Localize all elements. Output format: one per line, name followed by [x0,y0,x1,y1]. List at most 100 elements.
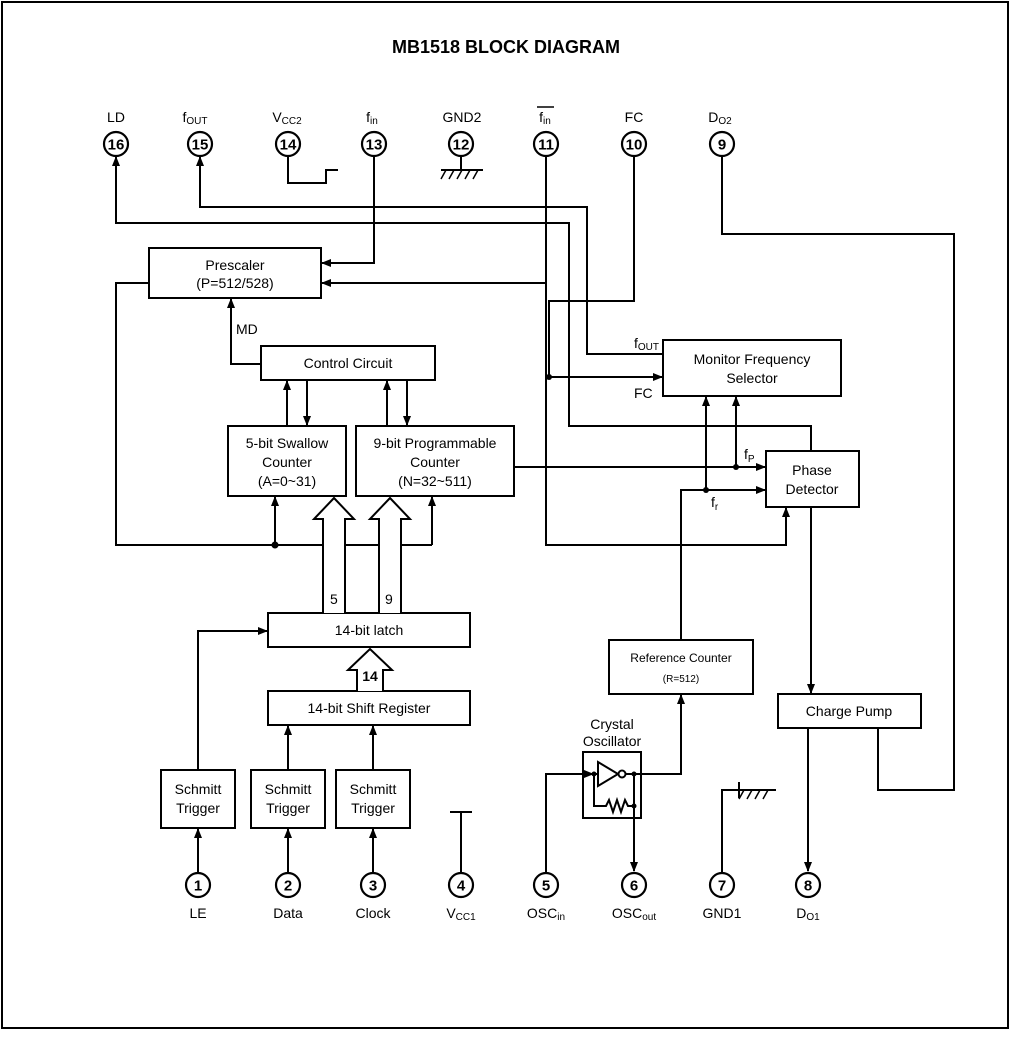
gnd2-symbol [440,156,483,180]
wire-osc-ref [634,694,685,775]
svg-text:OSCin: OSCin [527,905,565,923]
pin-14-vcc2: VCC2 14 [272,109,302,158]
svg-text:Clock: Clock [355,905,391,921]
svg-text:(A=0~31): (A=0~31) [258,473,316,489]
svg-text:Phase: Phase [792,462,832,478]
svg-text:Detector: Detector [786,481,839,497]
svg-text:16: 16 [108,137,125,154]
gnd1-symbol [721,782,776,872]
svg-text:Monitor Frequency: Monitor Frequency [694,351,811,367]
pin-7-gnd1: 7 GND1 [703,871,742,921]
wire-oscin [545,770,594,872]
svg-text:7: 7 [718,878,726,895]
svg-text:VCC2: VCC2 [272,109,302,127]
svg-text:11: 11 [538,137,554,154]
svg-text:9: 9 [718,137,726,154]
svg-text:13: 13 [366,137,383,154]
label-bus-14: 14 [362,668,378,684]
svg-text:Trigger: Trigger [351,800,395,816]
wire-ld [112,156,812,451]
label-fout: fOUT [634,335,659,353]
svg-text:LD: LD [107,109,125,125]
svg-text:VCC1: VCC1 [446,905,476,923]
pin-5-oscin: 5 OSCin [527,871,565,923]
svg-text:1: 1 [194,878,202,895]
programmable-counter-block: 9-bit Programmable Counter (N=32~511) [355,425,515,497]
svg-text:fOUT: fOUT [183,109,208,127]
wire-fin-phase [545,283,790,546]
svg-text:Counter: Counter [262,454,312,470]
diagram-title: MB1518 BLOCK DIAGRAM [392,37,620,57]
prescaler-block: Prescaler (P=512/528) [148,247,322,299]
pin-13-fin: fin 13 [360,109,388,158]
svg-text:12: 12 [453,137,470,154]
control-circuit-block: Control Circuit [260,345,436,381]
bus-14bit [345,647,395,691]
svg-text:5-bit Swallow: 5-bit Swallow [246,435,329,451]
svg-text:Control Circuit: Control Circuit [304,355,393,371]
pin-2-data: 2 Data [273,871,303,921]
monitor-frequency-selector-block: Monitor Frequency Selector [662,339,842,397]
svg-text:Data: Data [273,905,303,921]
svg-text:2: 2 [284,878,292,895]
bus-9bit [367,496,413,613]
svg-text:fin: fin [539,109,551,127]
svg-text:5: 5 [542,878,550,895]
svg-text:Prescaler: Prescaler [205,257,264,273]
label-bus-5: 5 [330,591,338,607]
pin-3-clock: 3 Clock [355,871,391,921]
schmitt-trigger-data: Schmitt Trigger [250,769,326,829]
wire-fout [196,156,663,355]
pin-10-fc: FC 10 [620,109,648,158]
svg-text:10: 10 [626,137,643,154]
svg-text:Trigger: Trigger [176,800,220,816]
svg-text:Schmitt: Schmitt [350,781,397,797]
vcc1-symbol [450,811,472,872]
schmitt-trigger-le: Schmitt Trigger [160,769,236,829]
svg-text:6: 6 [630,878,638,895]
latch-block: 14-bit latch [267,612,471,648]
swallow-counter-block: 5-bit Swallow Counter (A=0~31) [227,425,347,497]
svg-text:4: 4 [457,878,466,895]
label-fc: FC [634,385,653,401]
svg-text:(P=512/528): (P=512/528) [196,275,273,291]
reference-counter-block: Reference Counter (R=512) [608,639,754,695]
svg-text:Schmitt: Schmitt [265,781,312,797]
label-fr: fr [711,494,719,513]
svg-text:Trigger: Trigger [266,800,310,816]
shift-register-block: 14-bit Shift Register [267,690,471,726]
svg-text:14-bit Shift Register: 14-bit Shift Register [308,700,431,716]
svg-text:Crystal: Crystal [590,716,634,732]
pin-11-fin-bar: fin 11 [532,106,560,158]
svg-text:15: 15 [192,137,209,154]
svg-text:GND1: GND1 [703,905,742,921]
pin-15-fout: fOUT 15 [183,109,214,158]
bus-5bit [311,496,357,613]
svg-text:fin: fin [366,109,378,127]
svg-text:LE: LE [189,905,206,921]
pin-12-gnd2: GND2 12 [443,109,482,158]
svg-text:14-bit latch: 14-bit latch [335,622,403,638]
pin-4-vcc1: 4 VCC1 [446,871,476,923]
svg-text:(R=512): (R=512) [663,674,699,685]
wire-fr [680,486,766,640]
label-fp: fP [744,446,755,465]
svg-text:GND2: GND2 [443,109,482,125]
crystal-oscillator: Crystal Oscillator [582,716,642,819]
svg-text:Charge Pump: Charge Pump [806,703,893,719]
svg-text:FC: FC [625,109,644,125]
svg-text:Selector: Selector [726,370,778,386]
svg-text:Counter: Counter [410,454,460,470]
svg-text:DO2: DO2 [708,109,732,127]
svg-text:8: 8 [804,878,812,895]
wire-fin [321,156,375,267]
wire-fc [548,156,663,381]
label-md: MD [236,321,258,337]
pin-1-le: 1 LE [184,871,212,921]
svg-text:3: 3 [369,878,377,895]
pin-6-oscout: 6 OSCout [612,871,656,923]
svg-text:Reference Counter: Reference Counter [630,651,731,665]
wire-do2 [721,156,955,791]
